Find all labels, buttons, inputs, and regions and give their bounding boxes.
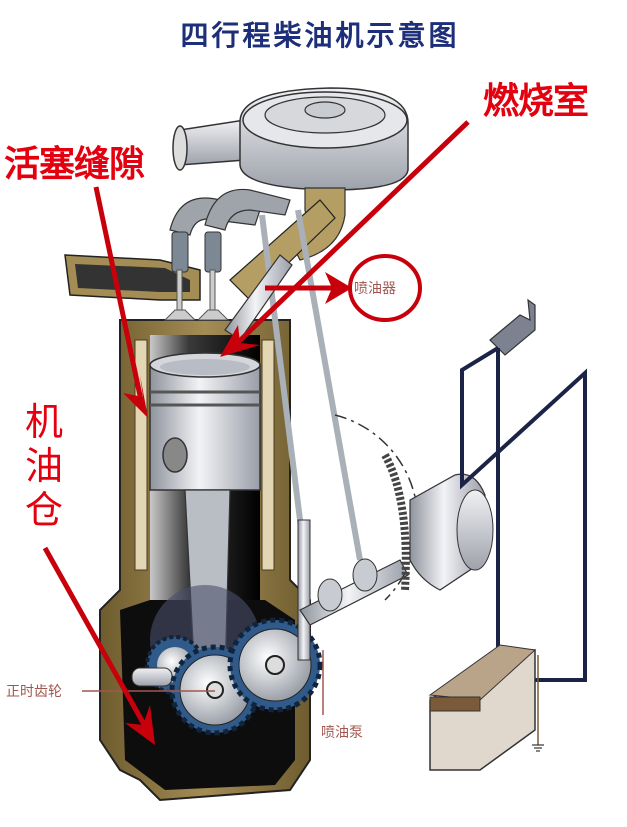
injection-pump — [297, 414, 419, 661]
battery — [428, 644, 544, 771]
oil-sump-char: 仓 — [24, 488, 63, 532]
annotation-oil-sump: 机 油 仓 — [22, 400, 66, 532]
combustion-arrow — [228, 120, 470, 352]
injector-highlight-circle — [348, 254, 422, 322]
label-injector: 喷油器 — [354, 281, 396, 297]
annotation-arrows — [42, 120, 470, 745]
starter-motor — [409, 473, 494, 591]
oil-sump-char: 油 — [24, 444, 63, 488]
annotation-combustion-chamber: 燃烧室 — [483, 81, 589, 122]
timing-gears — [131, 617, 323, 736]
label-timing-gear: 正时齿轮 — [6, 684, 62, 700]
piston-gap-arrow — [93, 186, 145, 406]
valve-train — [163, 188, 363, 561]
label-injection-pump: 喷油泵 — [321, 725, 363, 741]
oil-sump-arrow — [42, 546, 153, 737]
annotation-piston-gap: 活塞缝隙 — [4, 144, 145, 185]
diagram-title: 四行程柴油机示意图 — [180, 19, 460, 52]
oil-sump-char: 机 — [24, 400, 63, 444]
connector — [489, 298, 536, 356]
